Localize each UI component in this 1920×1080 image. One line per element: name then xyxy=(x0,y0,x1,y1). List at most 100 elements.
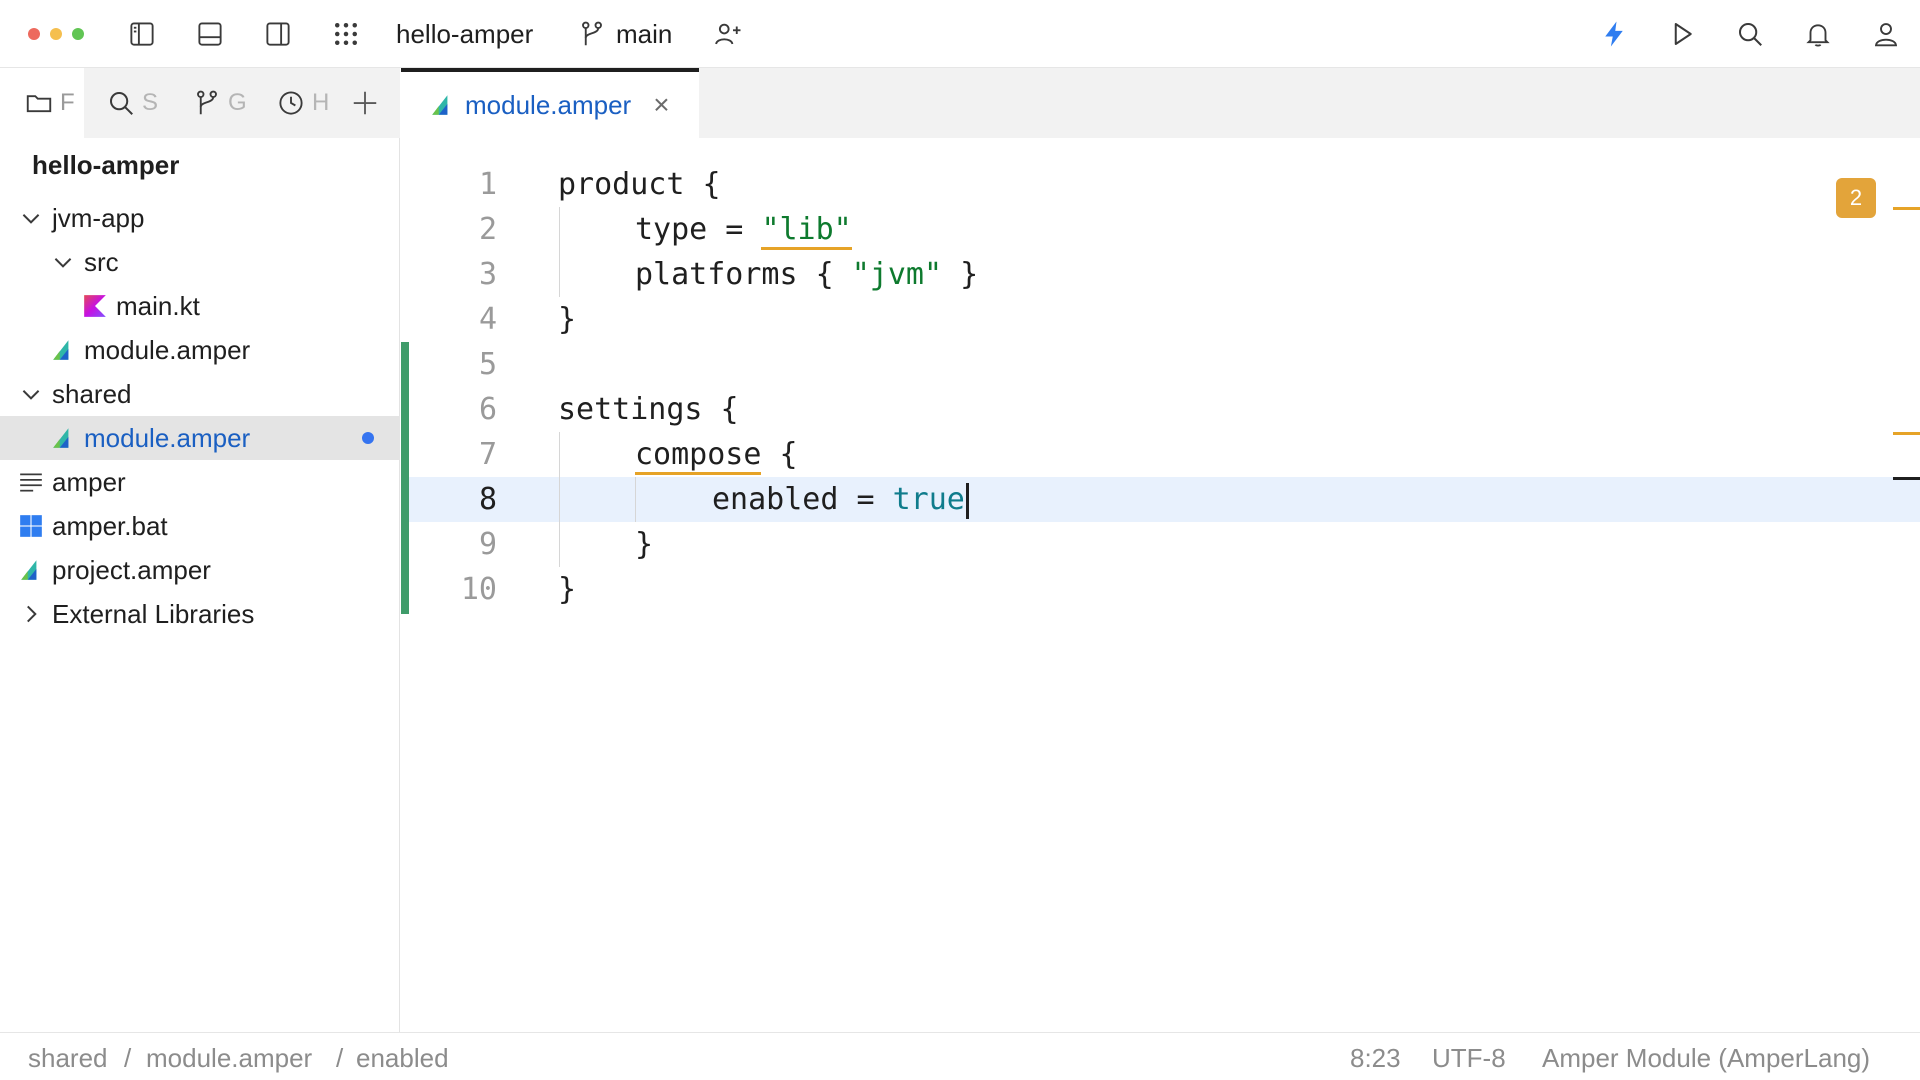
chevron-down-icon[interactable] xyxy=(18,381,44,407)
tree-item-label: amper xyxy=(52,466,126,497)
chevron-down-icon[interactable] xyxy=(50,249,76,275)
breadcrumb-shared[interactable]: shared xyxy=(28,1043,108,1073)
line-number[interactable]: 6 xyxy=(478,392,497,427)
lightning-icon[interactable] xyxy=(1594,14,1634,54)
amper-file-icon xyxy=(50,425,76,451)
breadcrumb-separator: / xyxy=(124,1043,132,1073)
editor-tab-label: module.amper xyxy=(465,89,632,120)
file-type[interactable]: Amper Module (AmperLang) xyxy=(1542,1043,1871,1073)
tree-item-label: shared xyxy=(52,378,132,409)
indent-guide xyxy=(559,207,560,297)
amper-file-icon xyxy=(18,557,44,583)
cursor-position[interactable]: 8:23 xyxy=(1350,1043,1401,1073)
tab-git[interactable]: G xyxy=(192,68,250,138)
code-line-7[interactable]: compose { xyxy=(635,432,798,477)
tree-item-main-kt[interactable]: main.kt xyxy=(0,284,400,328)
tab-history-label: H xyxy=(312,89,330,116)
project-name[interactable]: hello-amper xyxy=(396,19,534,49)
tab-files[interactable]: F xyxy=(0,68,84,138)
chevron-right-icon[interactable] xyxy=(18,601,44,627)
code-token-key: enabled = xyxy=(712,482,893,517)
plus-icon xyxy=(353,91,377,115)
project-root[interactable]: hello-amper xyxy=(32,150,180,180)
warning-marker[interactable] xyxy=(1893,432,1920,435)
code-token-key: type = xyxy=(635,212,762,247)
bell-icon[interactable] xyxy=(1798,14,1838,54)
minimize-window-button[interactable] xyxy=(50,28,62,40)
line-number[interactable]: 7 xyxy=(478,437,497,472)
amper-file-icon xyxy=(50,337,76,363)
sidebar-tabs: F S G H xyxy=(0,68,400,138)
run-icon[interactable] xyxy=(1662,14,1702,54)
tree-item-module-amper-selected[interactable]: module.amper xyxy=(0,416,400,460)
code-line-1[interactable]: product { xyxy=(558,167,721,202)
modified-indicator xyxy=(362,432,374,444)
warning-marker[interactable] xyxy=(1893,207,1920,210)
tree-item-label: jvm-app xyxy=(52,202,145,233)
code-token-keyword: true xyxy=(892,482,965,517)
profile-icon[interactable] xyxy=(1866,14,1906,54)
close-icon[interactable]: × xyxy=(653,89,670,120)
grid-icon[interactable] xyxy=(326,14,366,54)
file-encoding[interactable]: UTF-8 xyxy=(1432,1043,1506,1073)
history-icon xyxy=(279,91,303,115)
code-token-key: compose xyxy=(635,437,762,475)
line-number[interactable]: 4 xyxy=(478,302,497,337)
tree-item-label: module.amper xyxy=(84,334,251,365)
line-number[interactable]: 1 xyxy=(478,167,497,202)
line-number[interactable]: 10 xyxy=(460,572,497,607)
tab-files-label: F xyxy=(60,89,75,116)
tree-item-src[interactable]: src xyxy=(0,240,400,284)
code-line-10[interactable]: } xyxy=(558,572,577,607)
code-line-3[interactable]: platforms { "jvm" } xyxy=(635,252,978,297)
title-bar: hello-amper main xyxy=(0,0,1920,68)
tree-item-amper[interactable]: amper xyxy=(0,460,400,504)
tree-item-external-libraries[interactable]: External Libraries xyxy=(0,592,400,636)
chevron-down-icon[interactable] xyxy=(18,205,44,231)
sidebar-left-icon[interactable] xyxy=(122,14,162,54)
project-sidebar: F S G H hello-amper jvm-app src main.kt xyxy=(0,68,400,1032)
warning-count-badge[interactable]: 2 xyxy=(1836,178,1876,218)
code-line-8[interactable]: enabled = true xyxy=(712,477,969,522)
code-line-2[interactable]: type = "lib" xyxy=(635,207,852,252)
tab-search[interactable]: S xyxy=(106,68,164,138)
code-line-6[interactable]: settings { xyxy=(558,392,739,427)
branch-name[interactable]: main xyxy=(616,19,673,49)
code-line-4[interactable]: } xyxy=(558,302,577,337)
line-number[interactable]: 9 xyxy=(478,527,497,562)
code-line-9[interactable]: } xyxy=(635,527,654,562)
breadcrumb-separator: / xyxy=(336,1043,344,1073)
code-token-end: { xyxy=(761,437,798,472)
code-token-key: platforms { xyxy=(635,257,852,292)
vcs-change-marker[interactable] xyxy=(401,342,409,614)
tree-item-label: src xyxy=(84,246,119,277)
add-tab-button[interactable] xyxy=(350,68,390,138)
branch-icon xyxy=(197,90,217,115)
line-number[interactable]: 2 xyxy=(478,212,497,247)
breadcrumb-module-amper[interactable]: module.amper xyxy=(146,1043,313,1073)
tab-history[interactable]: H xyxy=(276,68,330,138)
panel-bottom-icon[interactable] xyxy=(190,14,230,54)
tree-item-project-amper[interactable]: project.amper xyxy=(0,548,400,592)
code-token-string: "jvm" xyxy=(851,257,943,292)
tree-item-module-amper[interactable]: module.amper xyxy=(0,328,400,372)
tree-item-jvm-app[interactable]: jvm-app xyxy=(0,196,400,240)
caret-position-marker xyxy=(1893,477,1920,480)
tree-item-label: amper.bat xyxy=(52,510,168,541)
sidebar-right-icon[interactable] xyxy=(258,14,298,54)
amper-file-icon xyxy=(432,95,448,115)
line-number[interactable]: 3 xyxy=(478,257,497,292)
tab-git-label: G xyxy=(228,89,247,116)
tree-item-amper-bat[interactable]: amper.bat xyxy=(0,504,400,548)
line-number[interactable]: 5 xyxy=(478,347,497,382)
breadcrumb-enabled[interactable]: enabled xyxy=(356,1043,449,1073)
code-editor[interactable]: 1 2 3 4 5 6 7 8 9 10 product { type = "l… xyxy=(401,138,1920,1032)
code-token-end: } xyxy=(942,257,979,292)
editor-tab-module-amper[interactable]: module.amper × xyxy=(401,68,699,138)
add-user-icon[interactable] xyxy=(708,14,748,54)
maximize-window-button[interactable] xyxy=(72,28,84,40)
search-icon[interactable] xyxy=(1730,14,1770,54)
line-number-current[interactable]: 8 xyxy=(478,482,497,517)
close-window-button[interactable] xyxy=(28,28,40,40)
tree-item-shared[interactable]: shared xyxy=(0,372,400,416)
